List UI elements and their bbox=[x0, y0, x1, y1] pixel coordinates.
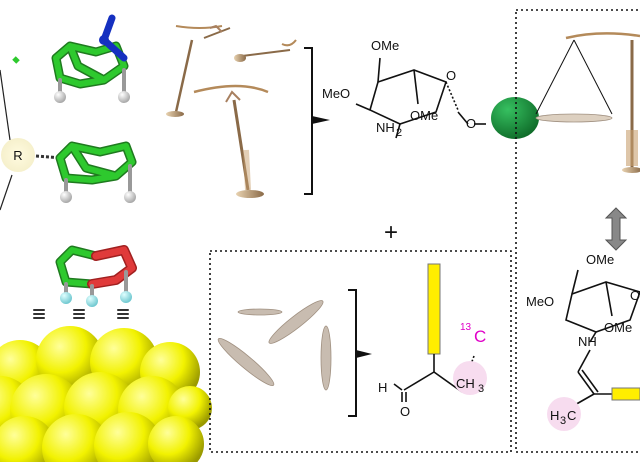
hydrogen-atom bbox=[86, 295, 98, 307]
label-h3c-sub: 3 bbox=[560, 415, 566, 427]
label-ome-top: OMe bbox=[371, 38, 399, 53]
label-ome-ring-right: OMe bbox=[604, 320, 632, 335]
balance-parts-illustration bbox=[166, 24, 330, 198]
molecule-adsorbed bbox=[33, 245, 137, 319]
label-nh2-sub: 2 bbox=[396, 127, 402, 139]
label-aldehyde-o: O bbox=[400, 404, 410, 419]
balance-scale-icon bbox=[166, 24, 231, 117]
connector-line bbox=[0, 174, 13, 211]
balance-scale-icon bbox=[234, 39, 297, 62]
left-molecules-panel: R bbox=[0, 14, 212, 462]
label-methyl-sub: 3 bbox=[478, 383, 484, 395]
label-meo-right: MeO bbox=[526, 294, 554, 309]
balance-scale-icon bbox=[193, 84, 269, 198]
hydrogen-atom bbox=[118, 91, 130, 103]
double-arrow-icon bbox=[604, 207, 628, 251]
yellow-tag-bar bbox=[427, 263, 441, 355]
label-ring-o: O bbox=[446, 68, 456, 83]
h-bond-markers bbox=[33, 309, 129, 319]
hydrogen-atom bbox=[60, 191, 72, 203]
label-13c-element: C bbox=[474, 327, 486, 346]
gold-surface-cluster bbox=[0, 326, 212, 462]
balance-scale-icon bbox=[535, 32, 640, 173]
bracket-arrow bbox=[312, 116, 330, 124]
methyl-highlight bbox=[547, 397, 581, 431]
bracket-icon bbox=[304, 47, 313, 195]
label-nh-right: NH bbox=[578, 334, 597, 349]
sugar-bead-structure bbox=[355, 57, 486, 139]
aldehyde-panel-frame bbox=[209, 250, 512, 453]
r-group-bubble bbox=[1, 138, 35, 172]
bracket-arrow bbox=[356, 350, 372, 358]
bracket-icon bbox=[348, 289, 357, 417]
resin-bead bbox=[491, 97, 539, 139]
hydrogen-atom bbox=[120, 291, 132, 303]
molecule-amine bbox=[51, 14, 130, 103]
label-aldehyde-h: H bbox=[378, 380, 387, 395]
connector-line bbox=[0, 69, 11, 141]
label-h3c-h: H bbox=[550, 408, 559, 423]
hydrogen-atom bbox=[60, 292, 72, 304]
methyl-highlight bbox=[453, 361, 487, 395]
label-anomeric-o: O bbox=[466, 116, 476, 131]
r-group-label: R bbox=[13, 148, 22, 163]
hydrogen-atom bbox=[124, 191, 136, 203]
product-panel-frame bbox=[515, 9, 640, 453]
label-ome-ring: OMe bbox=[410, 108, 438, 123]
plus-sign: + bbox=[384, 219, 398, 246]
product-sugar-structure bbox=[565, 269, 640, 411]
label-nh2: NH bbox=[376, 120, 395, 135]
molecule-cyclohexane bbox=[55, 141, 137, 203]
label-meo: MeO bbox=[322, 86, 350, 101]
label-13c-sup: 13 bbox=[460, 322, 472, 333]
hydrogen-atom bbox=[54, 91, 66, 103]
yellow-tag-bar bbox=[611, 387, 640, 401]
label-ring-o-right: O bbox=[630, 288, 640, 303]
rod-particles bbox=[217, 300, 332, 391]
label-methyl: CH bbox=[456, 376, 475, 391]
label-h3c-c: C bbox=[567, 408, 576, 423]
label-ome-top-right: OMe bbox=[586, 252, 614, 267]
partial-bond bbox=[12, 56, 20, 64]
